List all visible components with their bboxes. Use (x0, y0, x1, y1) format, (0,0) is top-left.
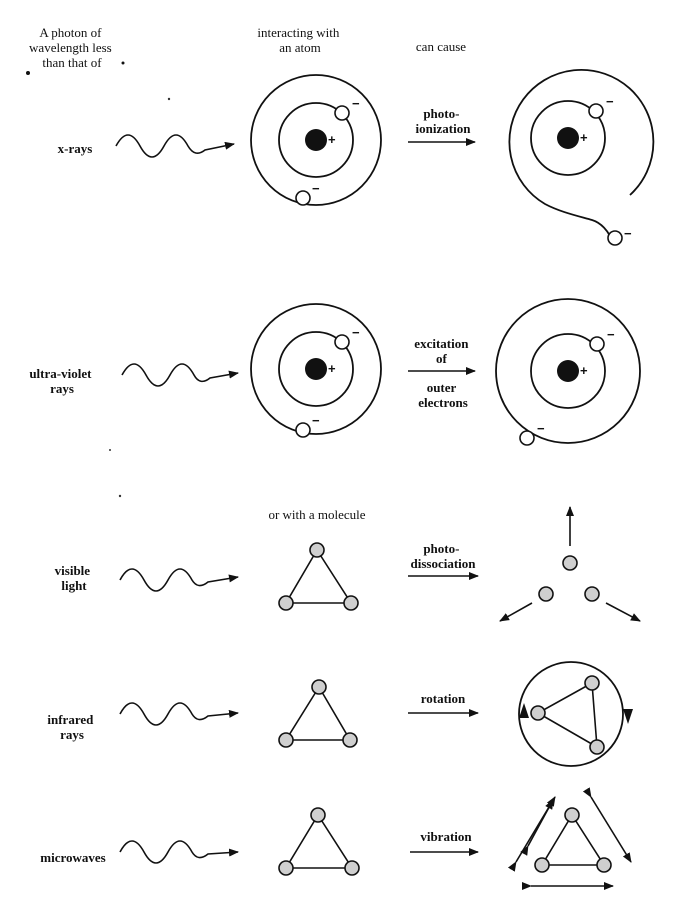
scan-specks (26, 61, 171, 498)
electron (334, 105, 350, 121)
svg-text:+: + (328, 361, 336, 376)
svg-text:−: − (352, 325, 360, 340)
label-visible-light: visible light (55, 563, 94, 593)
svg-text:−: − (537, 421, 545, 436)
electron (588, 103, 604, 119)
svg-text:−: − (312, 413, 320, 428)
svg-text:−: − (624, 226, 632, 241)
electron (589, 336, 605, 352)
label-ultra-violet: ultra-violet rays (29, 366, 94, 396)
result-rotation (518, 661, 633, 767)
molecule-infrared (278, 679, 358, 748)
header-molecule: or with a molecule (268, 507, 365, 522)
label-x-rays: x-rays (58, 141, 93, 156)
svg-text:−: − (606, 94, 614, 109)
atom-ultra-violet: + − − (250, 303, 382, 438)
wave-ultra-violet (121, 363, 239, 387)
atom-x-rays: + − − (250, 74, 382, 206)
nucleus (557, 360, 579, 382)
svg-text:−: − (312, 181, 320, 196)
nucleus (557, 127, 579, 149)
result-photodissociation (499, 506, 641, 622)
molecule-microwaves (278, 807, 360, 876)
label-infrared: infrared rays (47, 712, 96, 742)
effect-photodissociation: photo- dissociation (410, 541, 476, 571)
svg-text:+: + (328, 132, 336, 147)
svg-text:−: − (352, 96, 360, 111)
nucleus (305, 358, 327, 380)
ejected-electron (607, 230, 623, 246)
result-photoionization: + − − (508, 68, 655, 246)
effect-photoionization: photo- ionization (416, 106, 472, 136)
result-vibration (507, 787, 632, 890)
svg-text:+: + (580, 363, 588, 378)
electron (295, 422, 311, 438)
effect-rotation: rotation (421, 691, 466, 706)
header-atom: interacting with an atom (257, 25, 342, 55)
wave-visible-light (119, 568, 239, 592)
excited-electron (519, 430, 535, 446)
svg-text:−: − (607, 327, 615, 342)
result-excitation: + − − (495, 298, 641, 446)
effect-excitation: excitation of outer electrons (414, 336, 471, 410)
electron (334, 334, 350, 350)
electron (295, 190, 311, 206)
nucleus (305, 129, 327, 151)
label-microwaves: microwaves (40, 850, 105, 865)
header-effect: can cause (416, 39, 466, 54)
wave-infrared (119, 702, 239, 726)
svg-text:+: + (580, 130, 588, 145)
molecule-visible-light (278, 542, 359, 611)
wave-microwaves (119, 840, 239, 864)
header-photon: A photon of wavelength less than that of (29, 25, 115, 70)
effect-vibration: vibration (420, 829, 472, 844)
wave-x-rays (115, 134, 235, 158)
